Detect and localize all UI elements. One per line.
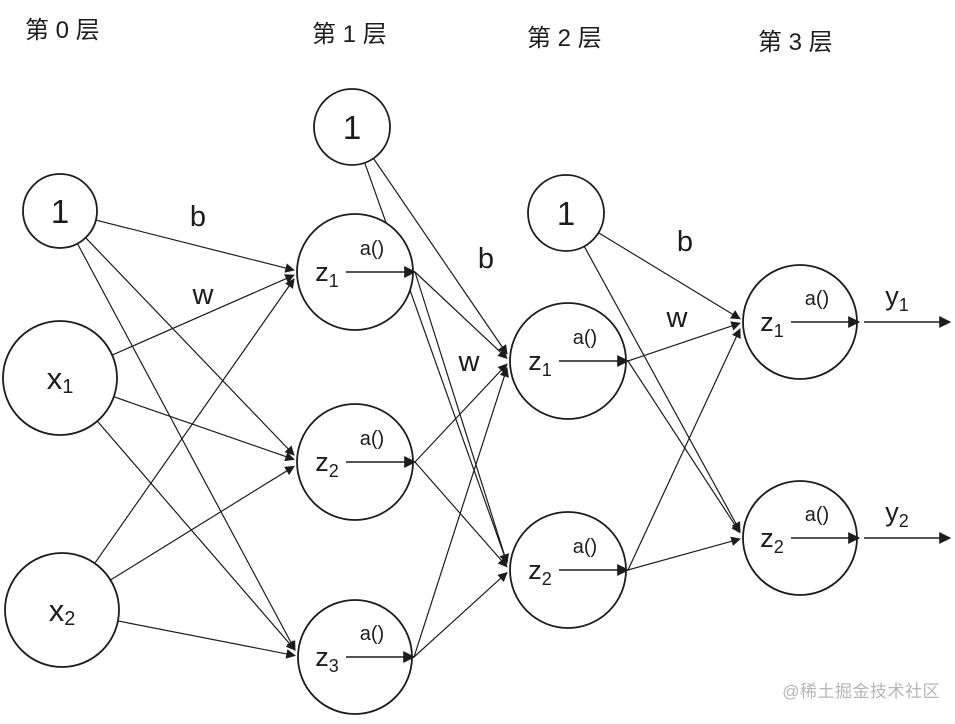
node-label-l1-z1: z1	[315, 257, 339, 291]
node-label-l2-z2: z2	[528, 555, 552, 589]
edge-l1-bias-to-l2-z1	[372, 158, 508, 355]
weight-label-w-3: w	[458, 346, 481, 378]
edge-l2-z2-to-l3-z2	[627, 536, 741, 571]
edge-l0-x2-to-l1-z3	[117, 620, 296, 659]
activation-label-l3-z1: a()	[805, 288, 829, 310]
node-label-l3-z1: z1	[760, 307, 784, 341]
edge-l1-z2-to-l2-z1	[414, 363, 508, 463]
edge-l0-x1-to-l1-z2	[113, 396, 295, 462]
edge-l0-bias-to-l1-z1	[95, 219, 295, 273]
node-l0-x2: x2	[4, 552, 120, 668]
node-l3-z1: z1 a()	[742, 264, 861, 380]
output-label-y1: y1	[885, 281, 909, 315]
node-circle-l2-bias	[527, 174, 605, 252]
activation-label-l1-z1: a()	[360, 238, 384, 260]
weight-label-b-2: b	[478, 243, 494, 275]
node-label-l1-bias: 1	[343, 109, 361, 146]
edge-l1-z3-to-l2-z2	[413, 571, 508, 658]
activation-label-l3-z2: a()	[805, 504, 829, 526]
layer-label-0: 第 0 层	[25, 17, 100, 44]
node-l2-bias: 1	[527, 174, 605, 252]
layer-label-1: 第 1 层	[312, 21, 387, 48]
edge-l2-z1-to-l3-z2	[627, 360, 741, 534]
node-label-l0-bias: 1	[51, 193, 69, 230]
layer-label-2: 第 2 层	[527, 25, 602, 52]
weight-label-b-4: b	[677, 226, 693, 258]
edge-l2-z1-to-l3-z1	[627, 321, 741, 362]
edge-l0-bias-to-l1-z3	[76, 243, 296, 651]
node-circle-l0-bias	[22, 173, 98, 249]
node-l0-x1: x1	[2, 320, 118, 436]
node-label-l1-z2: z2	[315, 447, 339, 481]
edge-l0-x1-to-l1-z3	[96, 420, 296, 651]
edge-l1-z2-to-l2-z2	[414, 461, 508, 568]
node-l0-bias: 1	[22, 173, 98, 249]
edge-l1-z1-to-l2-z1	[414, 271, 508, 359]
node-label-l2-z1: z1	[528, 346, 552, 380]
edge-l2-bias-to-l3-z1	[598, 232, 741, 320]
node-label-l0-x2: x2	[49, 593, 76, 631]
edge-l0-x2-to-l1-z1	[94, 278, 295, 564]
node-circle-l0-x1	[2, 320, 118, 436]
weight-label-w-5: w	[666, 302, 689, 334]
node-label-l2-bias: 1	[557, 195, 575, 232]
output-label-y2: y2	[885, 497, 909, 531]
layer-label-3: 第 3 层	[758, 29, 833, 56]
node-l1-z1: z1 a()	[296, 213, 417, 331]
activation-label-l2-z1: a()	[573, 327, 597, 349]
edge-l1-z3-to-l2-z1	[413, 367, 509, 658]
node-circle-l0-x2	[4, 552, 120, 668]
edge-l2-bias-to-l3-z2	[583, 246, 741, 532]
activation-label-l1-z2: a()	[360, 428, 384, 450]
node-l3-z2: z2 a()	[742, 480, 861, 596]
node-label-l0-x1: x1	[47, 361, 74, 399]
node-label-l3-z2: z2	[760, 523, 784, 557]
edge-l2-z2-to-l3-z1	[627, 328, 741, 571]
node-l1-bias: 1	[313, 88, 391, 166]
node-l1-z3: z3 a()	[297, 599, 416, 715]
edge-l1-z1-to-l2-z2	[414, 271, 509, 564]
output-y2: y2	[864, 497, 952, 544]
watermark: @稀土掘金技术社区	[782, 682, 940, 701]
edge-l0-bias-to-l1-z2	[85, 237, 295, 456]
activation-label-l1-z3: a()	[360, 623, 384, 645]
node-circle-l1-bias	[313, 88, 391, 166]
node-l2-z1: z1 a()	[509, 302, 630, 420]
edge-l0-x1-to-l1-z1	[111, 274, 295, 356]
activation-label-l2-z2: a()	[573, 536, 597, 558]
node-l1-z2: z2 a()	[296, 403, 417, 521]
output-y1: y1	[864, 281, 952, 328]
weight-label-w-1: w	[192, 279, 215, 311]
edge-l0-x2-to-l1-z2	[110, 465, 295, 581]
weight-label-b-0: b	[190, 201, 206, 233]
node-label-l1-z3: z3	[315, 642, 339, 676]
node-l2-z2: z2 a()	[509, 511, 630, 629]
